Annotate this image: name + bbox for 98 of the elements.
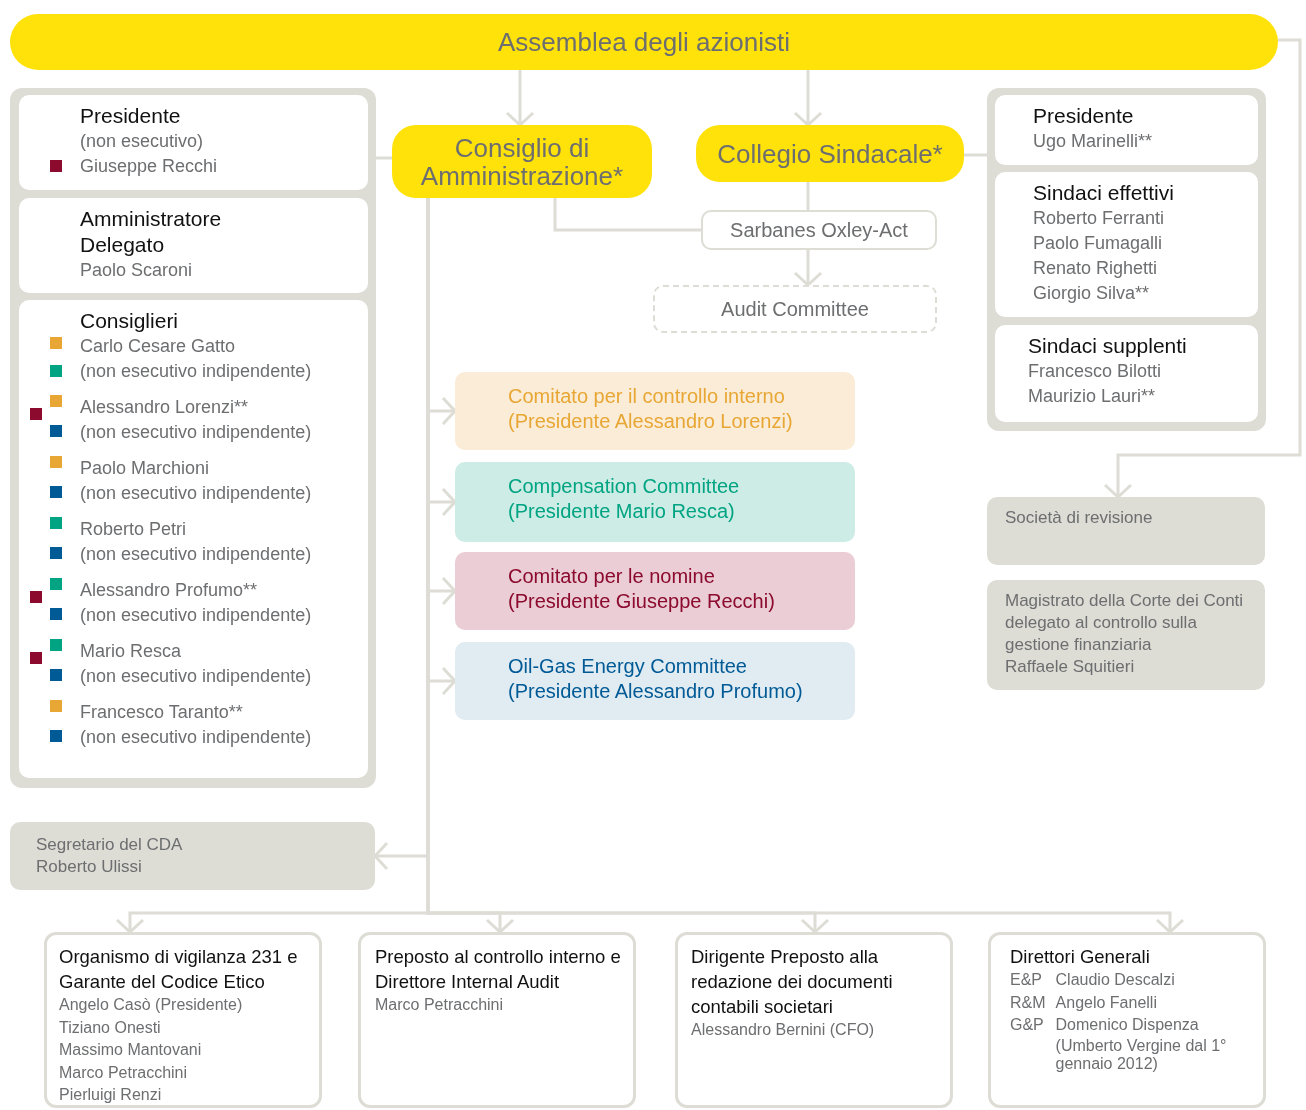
member-card <box>19 198 368 293</box>
person-name: Mario Resca <box>80 639 358 664</box>
box-title: Consiglio di Amministrazione* <box>419 133 625 190</box>
role-note: (non esecutivo) <box>80 130 205 153</box>
connector-arrow <box>793 70 823 127</box>
person-name: Giuseppe Recchi <box>80 154 358 179</box>
role-note: (non esecutivo indipendente) <box>80 359 358 384</box>
function-card <box>988 932 1266 1108</box>
role-title: Amministratore Delegato <box>80 206 223 258</box>
box-title: Assemblea degli azionisti <box>498 26 790 58</box>
person-name: Renato Righetti <box>1033 257 1159 280</box>
person-name: Alessandro Lorenzi** <box>80 395 358 420</box>
role-title: Direttori Generali <box>1010 945 1151 969</box>
committee-chair: (Presidente Giuseppe Recchi) <box>508 589 776 614</box>
committee-box <box>653 285 937 333</box>
person-name: Marco Petracchini <box>375 995 505 1015</box>
connector-arrow <box>505 70 535 127</box>
person-name: Paolo Scaroni <box>80 259 194 282</box>
committee-title: Oil-Gas Energy Committee <box>508 654 748 679</box>
role-title: Dirigente Preposto alla redazione dei documenti contabili societari <box>691 945 894 1019</box>
person-name: Francesco Bilotti <box>1028 360 1163 383</box>
info-box <box>987 497 1265 565</box>
role-title: Sindaci supplenti <box>1028 333 1188 359</box>
role-note: (non esecutivo indipendente) <box>80 420 358 445</box>
role-note: (non esecutivo indipendente) <box>80 664 358 689</box>
person-name: Roberto Petri <box>80 517 358 542</box>
role-title: Sindaci effettivi <box>1033 180 1175 206</box>
person-name: Paolo Marchioni <box>80 456 358 481</box>
box-title: Collegio Sindacale* <box>717 139 943 168</box>
board-panel <box>10 88 376 788</box>
role-title: Organismo di vigilanza 231 e Garante del Codice Etico <box>59 945 299 994</box>
law-box <box>701 210 937 250</box>
connector-line <box>553 198 701 232</box>
auditors-panel <box>987 88 1266 431</box>
assembly-band <box>10 14 1278 70</box>
role-note: (non esecutivo indipendente) <box>80 542 358 567</box>
role-note: (non esecutivo indipendente) <box>80 481 358 506</box>
box-title: Sarbanes Oxley-Act <box>730 218 908 242</box>
committee-box <box>455 372 855 450</box>
person-name: Massimo Mantovani <box>59 1040 203 1060</box>
division-code: R&M <box>1010 992 1046 1013</box>
committee-box <box>455 642 855 720</box>
info-box <box>987 580 1265 690</box>
function-card <box>44 932 322 1108</box>
box-title: Audit Committee <box>721 297 869 321</box>
member-card <box>995 325 1258 422</box>
role-title: Presidente <box>1033 103 1135 129</box>
function-card <box>358 932 636 1108</box>
person-name: Ugo Marinelli** <box>1033 130 1154 153</box>
committee-title: Comitato per il controllo interno <box>508 384 786 409</box>
division-code: E&P <box>1010 970 1043 990</box>
person-name: Giorgio Silva** <box>1033 282 1151 305</box>
person-name: Francesco Taranto** <box>80 700 358 725</box>
connector-line <box>964 153 987 157</box>
person-name: Roberto Ulissi <box>36 856 143 878</box>
role-title: Consiglieri <box>80 308 180 334</box>
info-box <box>10 822 375 890</box>
committee-chair: (Presidente Mario Resca) <box>508 499 736 524</box>
person-name: Carlo Cesare Gatto <box>80 334 358 359</box>
committee-title: Comitato per le nomine <box>508 564 716 589</box>
committee-box <box>455 462 855 542</box>
member-card <box>19 95 368 190</box>
connector-line <box>806 182 810 210</box>
division-code: G&P <box>1010 1015 1045 1035</box>
person-name: Claudio Descalzi <box>1055 970 1176 990</box>
person-name: Maurizio Lauri** <box>1028 385 1157 408</box>
connector-line <box>376 156 392 160</box>
person-name: Marco Petracchini <box>59 1062 189 1083</box>
member-card <box>995 95 1258 165</box>
member-card <box>995 172 1258 317</box>
committee-box <box>455 552 855 630</box>
role-title: Segretario del CDA <box>36 834 184 856</box>
member-card <box>19 300 368 778</box>
role-note: (non esecutivo indipendente) <box>80 725 358 750</box>
committee-title: Compensation Committee <box>508 474 741 499</box>
role-title: Preposto al controllo interno e Direttore Internal Audit <box>375 945 622 994</box>
person-name: Raffaele Squitieri <box>1005 656 1136 678</box>
person-name: Alessandro Bernini (CFO) <box>691 1020 876 1040</box>
auditors-box <box>696 125 964 182</box>
committee-chair: (Presidente Alessandro Profumo) <box>508 679 804 704</box>
person-name: Roberto Ferranti <box>1033 207 1166 230</box>
person-name: Angelo Casò (Presidente) <box>59 995 244 1015</box>
function-card <box>675 932 953 1108</box>
role-note: (Umberto Vergine dal 1° gennaio 2012) <box>1055 1036 1228 1073</box>
committee-chair: (Presidente Alessandro Lorenzi) <box>508 409 794 434</box>
person-name: Tiziano Onesti <box>59 1017 162 1038</box>
role-title: Società di revisione <box>1005 507 1154 529</box>
person-name: Alessandro Profumo** <box>80 578 358 603</box>
role-note: (non esecutivo indipendente) <box>80 603 358 628</box>
connector-arrow <box>793 250 823 287</box>
connector-arrow <box>1103 38 1302 499</box>
role-title: Magistrato della Corte dei Conti delegato al controllo sulla gestione finanziaria <box>1005 590 1245 656</box>
person-name: Pierluigi Renzi <box>59 1085 163 1105</box>
role-title: Presidente <box>80 103 182 129</box>
person-name: Domenico Dispenza <box>1055 1015 1200 1035</box>
person-name: Paolo Fumagalli <box>1033 232 1164 255</box>
board-box <box>392 125 652 198</box>
person-name: Angelo Fanelli <box>1055 992 1158 1013</box>
